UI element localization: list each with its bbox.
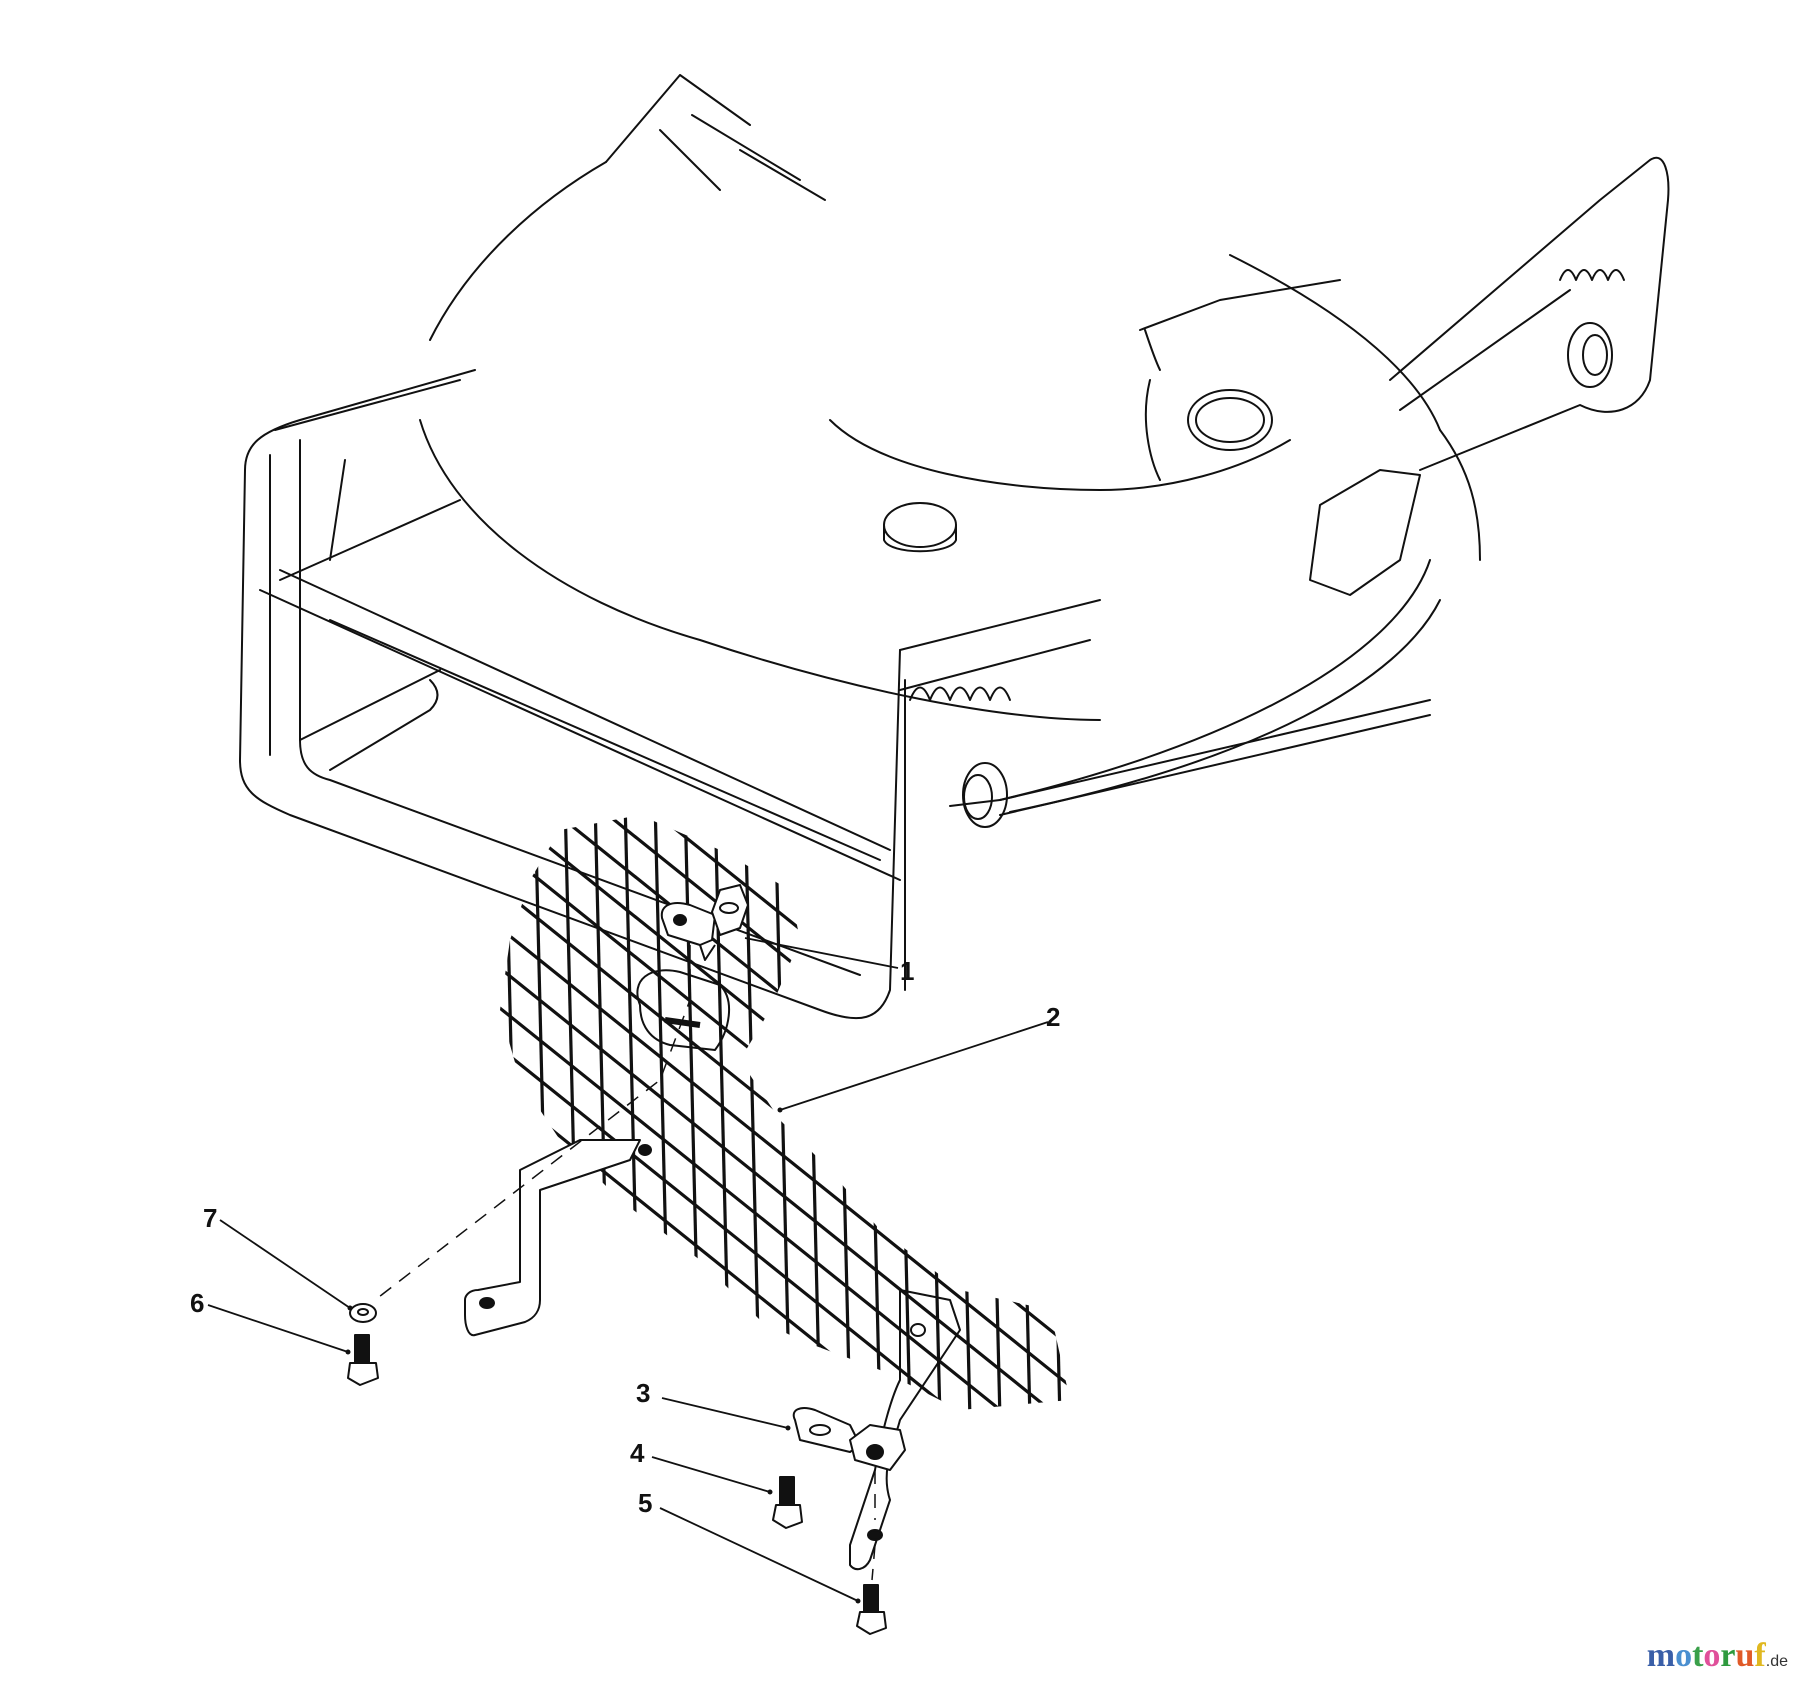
part-7-washer	[349, 1303, 377, 1323]
motoruf-watermark: motoruf.de	[1647, 1637, 1788, 1675]
callout-7: 7	[203, 1203, 218, 1233]
left-support-leg	[464, 1139, 652, 1337]
part-3-lower-bracket	[792, 1407, 906, 1471]
leaf-shield-mesh	[500, 815, 1070, 1410]
brackets-hardware	[347, 884, 961, 1635]
callout-1: 1	[900, 956, 915, 986]
watermark-letter: f	[1754, 1637, 1766, 1674]
part-1-upper-bracket	[660, 884, 749, 961]
part-4-screw	[772, 1476, 803, 1529]
watermark-letter: r	[1720, 1637, 1736, 1674]
callout-4: 4	[630, 1438, 645, 1468]
callout-6: 6	[190, 1288, 205, 1318]
leader-lines	[207, 937, 1049, 1602]
watermark-letter: o	[1675, 1637, 1693, 1674]
callout-5: 5	[638, 1488, 653, 1518]
assembly-guide-lines	[374, 945, 876, 1581]
part-6-screw	[347, 1334, 379, 1386]
watermark-letter: t	[1692, 1637, 1704, 1674]
watermark-letter: o	[1703, 1637, 1721, 1674]
mower-deck	[239, 74, 1670, 1020]
watermark-tld: .de	[1765, 1653, 1788, 1670]
callout-3: 3	[636, 1378, 651, 1408]
callout-2: 2	[1046, 1002, 1061, 1032]
leader-dots	[345, 1107, 861, 1604]
part-5-screw	[856, 1584, 887, 1635]
center-slot-plate	[636, 969, 731, 1051]
watermark-letter: u	[1735, 1637, 1755, 1674]
watermark-letter: m	[1646, 1637, 1676, 1674]
mesh-diagonal-lines	[500, 815, 1070, 1410]
